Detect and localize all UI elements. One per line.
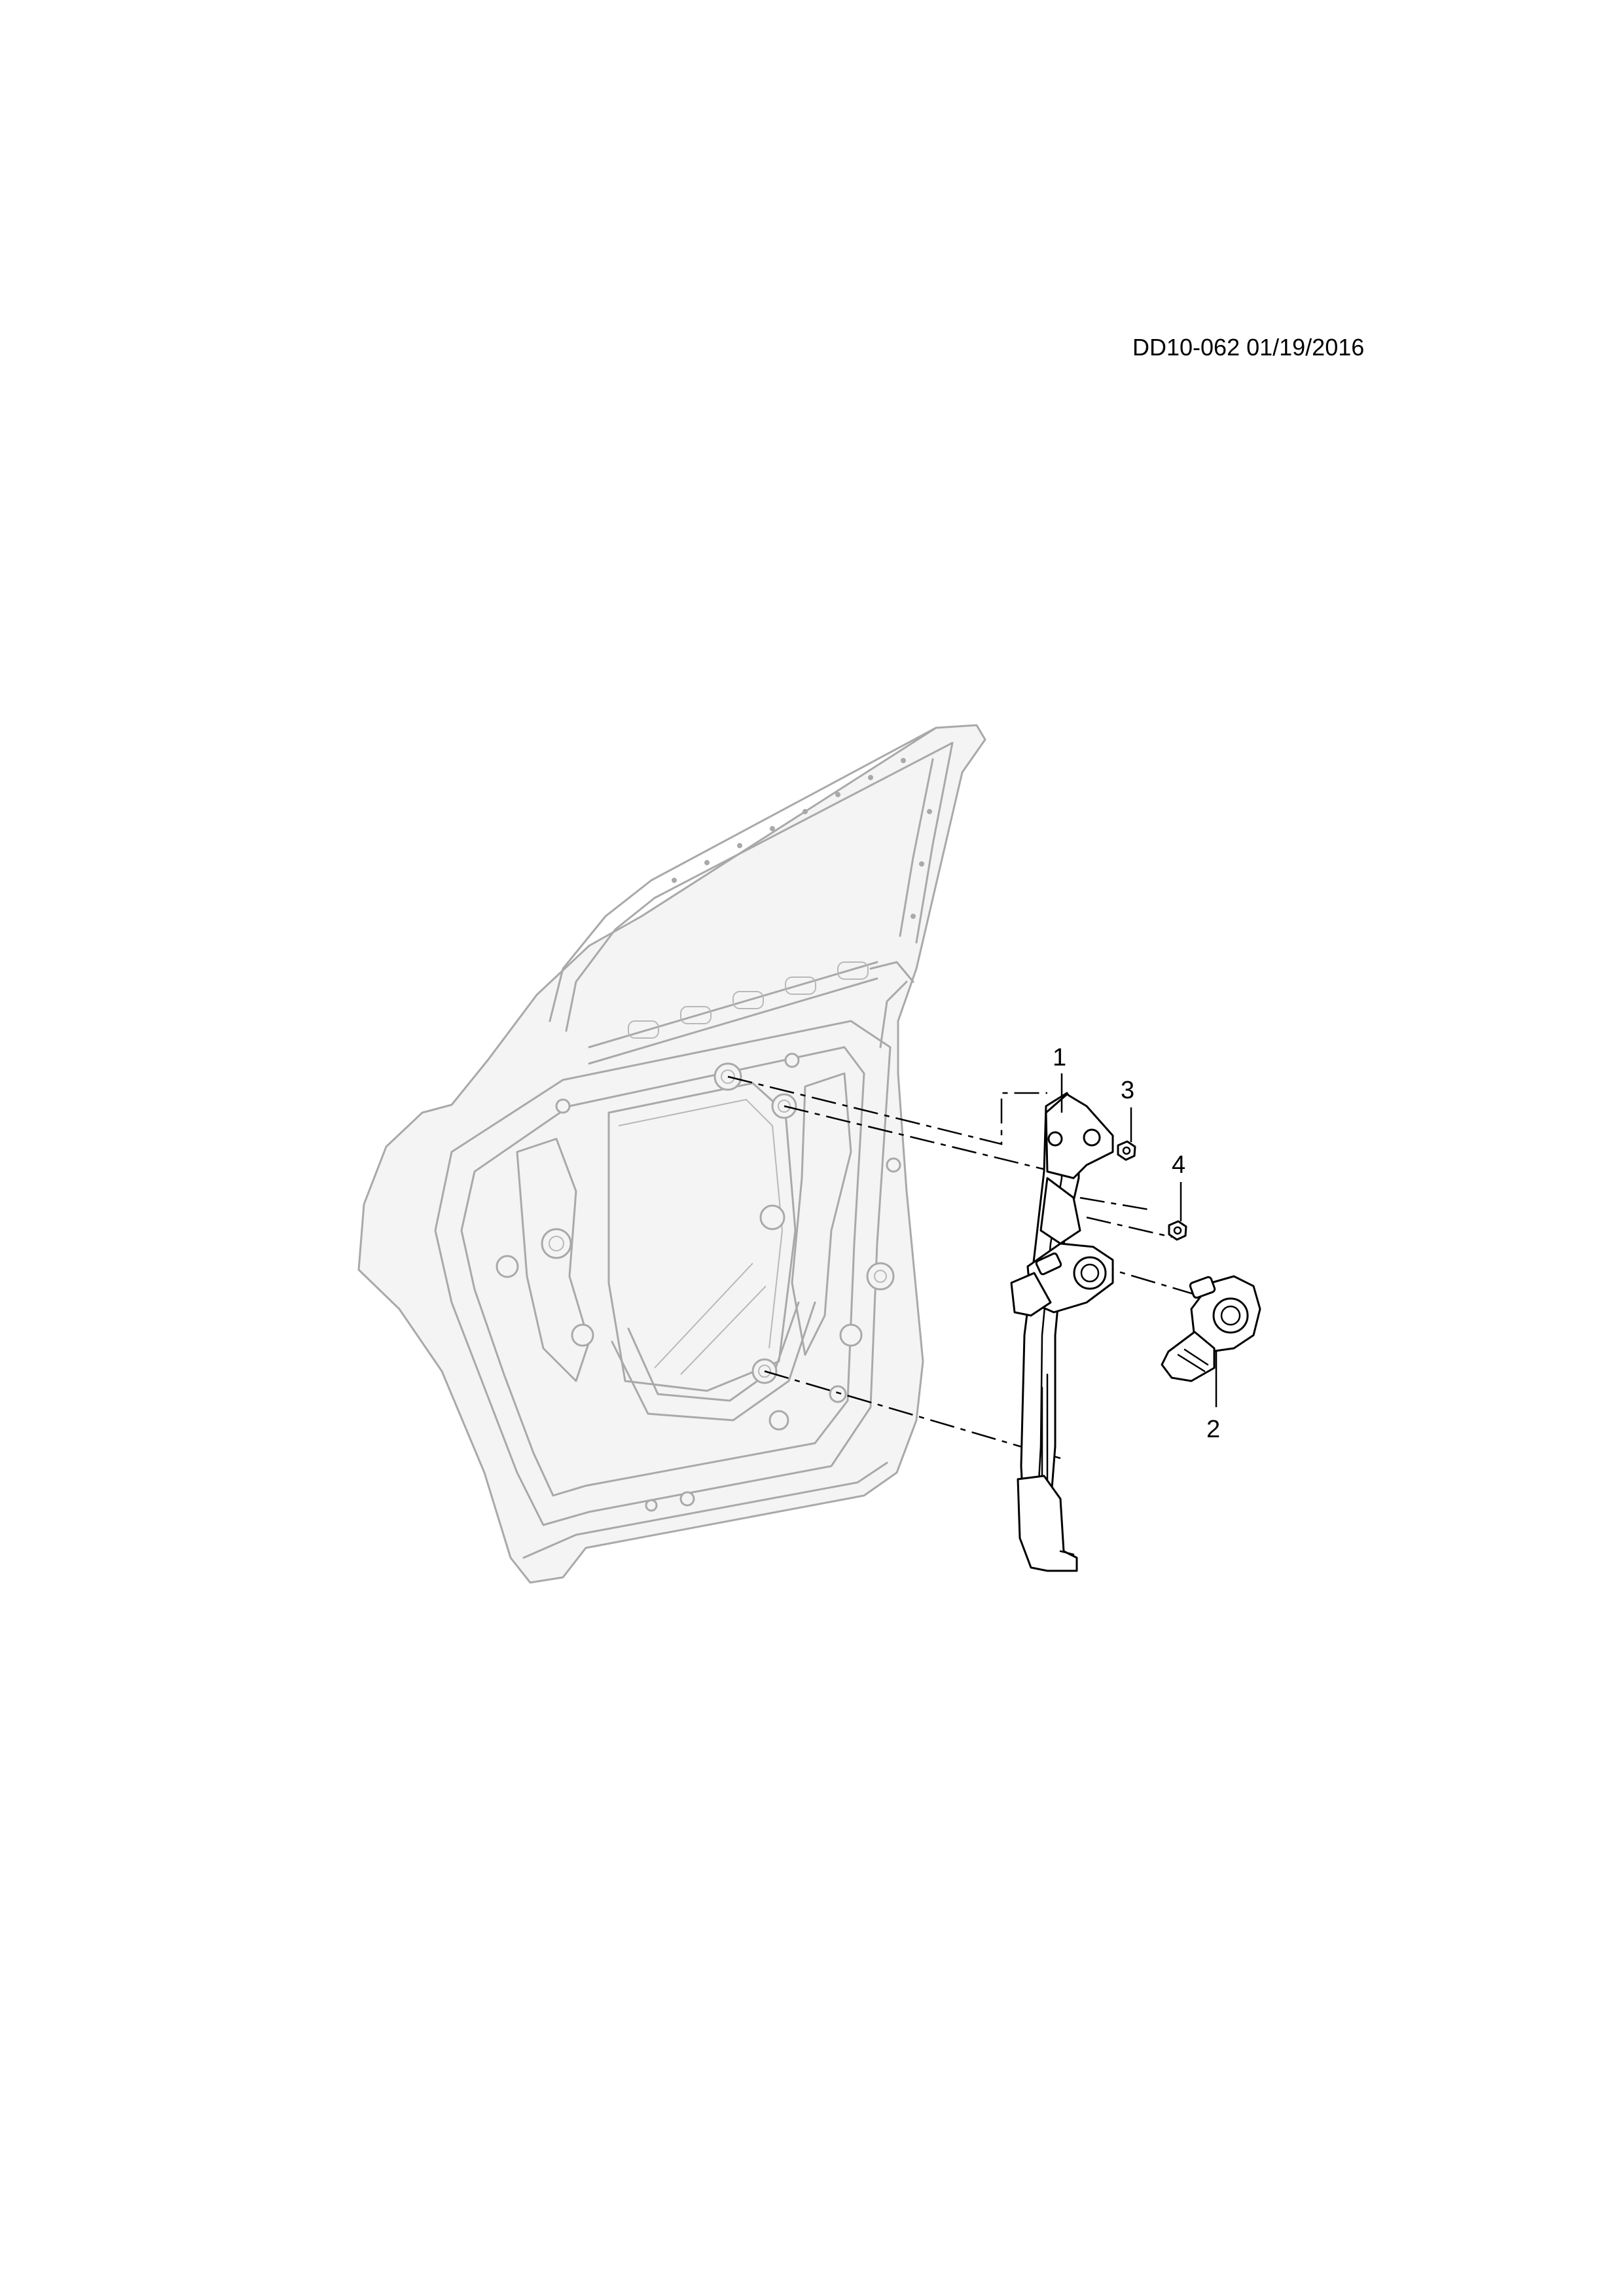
rear-edge-flange (869, 961, 914, 1049)
frame-rivets (672, 758, 932, 919)
door-outer-shell (357, 724, 986, 1584)
nut-part-4 (1168, 1220, 1187, 1241)
callout-4: 4 (1172, 1151, 1185, 1179)
lower-bracket (1017, 1475, 1078, 1572)
belt-line-clips (588, 961, 878, 1065)
callout-1: 1 (1053, 1044, 1066, 1071)
reinforcement-right (791, 1072, 852, 1356)
glass-carrier (1045, 1093, 1114, 1179)
cable-guide (1039, 1177, 1081, 1245)
drawing-code-label: DD10-062 01/19/2016 (1132, 334, 1365, 361)
lower-channel (611, 1301, 816, 1422)
callout-leaders (1060, 1073, 1218, 1407)
motor-gear (1212, 1297, 1249, 1334)
callout-2: 2 (1206, 1416, 1220, 1443)
window-frame (549, 726, 954, 1032)
window-motor-part (1161, 1275, 1261, 1382)
inner-perimeter-2 (460, 1046, 865, 1497)
regulator-motor-gear (1073, 1256, 1107, 1290)
inner-panel-shading (618, 1098, 784, 1375)
rear-door-body (357, 724, 986, 1584)
inner-perimeter (434, 1020, 892, 1526)
callout-3: 3 (1121, 1077, 1134, 1104)
regulator-motor-can (1010, 1272, 1052, 1317)
nut-part-3 (1117, 1140, 1136, 1161)
lower-edge-flange (522, 1462, 888, 1559)
window-regulator-part (1010, 1092, 1114, 1572)
